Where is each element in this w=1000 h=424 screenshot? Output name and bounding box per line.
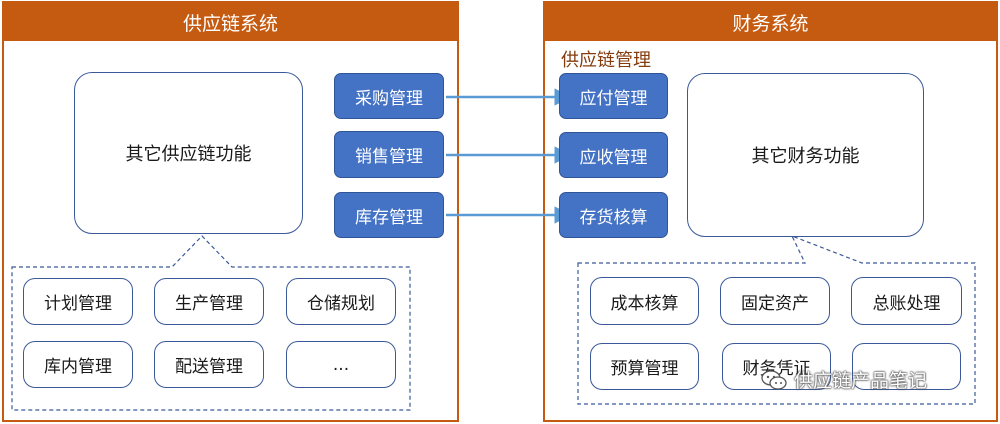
sales-management-box: 销售管理	[334, 131, 444, 178]
module-empty	[852, 343, 961, 390]
watermark-text: 供应链产品笔记	[794, 370, 928, 392]
wechat-icon	[761, 369, 787, 390]
module-delivery: 配送管理	[154, 341, 264, 388]
inventory-costing-box: 存货核算	[559, 192, 668, 238]
module-general-ledger: 总账处理	[851, 277, 962, 325]
inventory-management-box: 库存管理	[334, 192, 444, 238]
module-more: ...	[286, 341, 396, 388]
supply-chain-management-label: 供应链管理	[561, 50, 651, 71]
purchase-management-box: 采购管理	[334, 73, 444, 119]
receivable-management-box: 应收管理	[559, 132, 668, 178]
module-production: 生产管理	[154, 278, 264, 325]
other-supply-chain-functions: 其它供应链功能	[74, 72, 303, 234]
watermark: 供应链产品笔记	[760, 366, 927, 393]
module-planning: 计划管理	[23, 278, 133, 325]
module-warehouse-planning: 仓储规划	[286, 278, 396, 325]
right-module-group-frame	[577, 234, 976, 405]
module-in-warehouse: 库内管理	[23, 341, 133, 388]
payable-management-box: 应付管理	[559, 73, 668, 119]
other-finance-functions: 其它财务功能	[687, 73, 924, 237]
module-budget: 预算管理	[590, 343, 699, 390]
finance-system-title: 财务系统	[545, 3, 996, 41]
supply-chain-system-title: 供应链系统	[4, 3, 457, 41]
module-cost-accounting: 成本核算	[590, 277, 699, 325]
left-module-group-frame	[11, 235, 411, 411]
module-fixed-assets: 固定资产	[720, 277, 830, 325]
